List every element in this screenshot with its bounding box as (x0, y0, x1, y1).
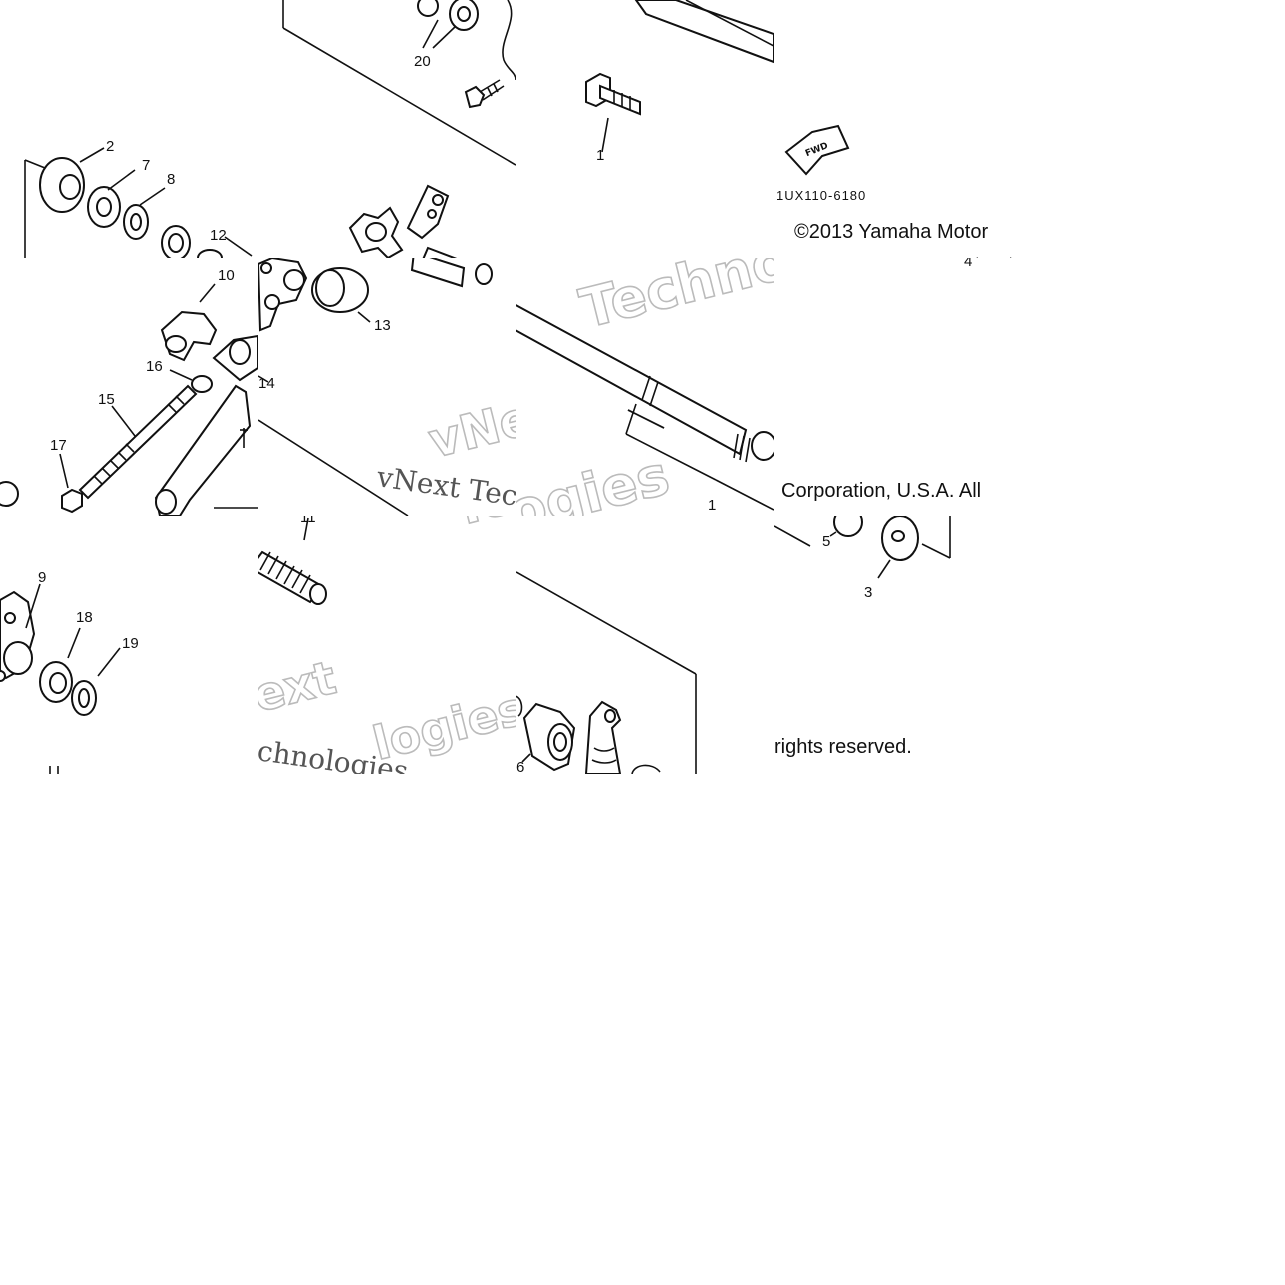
diagram-tile-bottom-center: 11 ext logies chnologies Te (258, 516, 516, 774)
callout-12: 12 (210, 227, 227, 244)
shift-rod-part (78, 384, 198, 500)
copyright-line-2: Corporation, U.S.A. All (781, 480, 982, 502)
tile-middle-center-drawing: 13 14 vNext Technologies vNext (258, 258, 516, 516)
diagram-tile-top-left: 2 7 8 12 (0, 0, 258, 258)
diagram-tile-bottom-left: 9 18 19 (0, 516, 258, 774)
callout-3: 3 (864, 584, 872, 601)
diagram-tile-top-far-right: FWD 1UX110-6180 ©2013 Yamaha Motor (774, 0, 1032, 258)
tile-middle-left-drawing: 10 16 15 17 (0, 267, 258, 516)
copyright-line-3: rights reserved. (774, 736, 912, 758)
watermark-ext: ext (258, 650, 341, 722)
callout-2: 2 (106, 138, 114, 155)
callout-8: 8 (167, 171, 175, 188)
callout-1-mid: 1 (708, 497, 716, 514)
tile-bottom-right-drawing: 6 (516, 571, 697, 774)
diagram-tile-middle-far-right: 4 Corporation, U.S.A. All (774, 258, 1032, 516)
callout-13: 13 (374, 317, 391, 334)
callout-14: 14 (258, 375, 275, 392)
watermark-te: Te (447, 516, 516, 538)
diagram-tile-middle-left: 10 16 15 17 (0, 258, 258, 516)
shift-shaft-top (634, 0, 774, 64)
diagram-tile-top-right: 1 (516, 0, 774, 258)
watermark-logies: logies (516, 444, 675, 516)
tile-top-left-drawing: 2 7 8 12 (24, 138, 253, 258)
diagram-tile-top-center: 20 (258, 0, 516, 258)
callout-11: 11 (300, 516, 316, 526)
pedal-arm-part (154, 384, 252, 516)
drawing-code: 1UX110-6180 (776, 188, 867, 203)
diagram-tile-bottom-right: 6 (516, 516, 774, 774)
tile-bottom-center-drawing: 11 ext logies chnologies Te (258, 516, 516, 774)
copyright-line-1: ©2013 Yamaha Motor (794, 221, 989, 243)
callout-20: 20 (414, 53, 431, 70)
diagram-tile-middle-center: 13 14 vNext Technologies vNext (258, 258, 516, 516)
watermark-technologies: Technologies (574, 258, 774, 341)
spacer-5-part (833, 516, 863, 537)
fwd-arrow-icon: FWD (784, 124, 1012, 258)
tile-bottom-left-drawing: 9 18 19 (0, 569, 139, 774)
callout-6: 6 (516, 759, 524, 774)
callout-17: 17 (50, 437, 67, 454)
tile-top-right-drawing: 1 (585, 0, 774, 164)
callout-5: 5 (822, 533, 830, 550)
callout-19: 19 (122, 635, 139, 652)
callout-18: 18 (76, 609, 93, 626)
pin-part (422, 246, 458, 258)
tile-bottom-far-right-drawing: 5 3 (774, 516, 951, 601)
bolt-head-part (464, 85, 486, 109)
watermark-vnext: vNext (423, 377, 516, 470)
shift-shaft-part (516, 304, 748, 456)
diagram-tile-bottom-far-right: 5 3 rights reserved. (774, 516, 1032, 774)
callout-4: 4 (964, 258, 972, 270)
tile-middle-far-right-drawing: 4 (964, 258, 972, 270)
callout-7: 7 (142, 157, 150, 174)
diagram-tile-middle-right: 1 Technologies logies (516, 258, 774, 516)
tile-top-center-drawing: 20 (282, 0, 516, 258)
rod-end-part (160, 310, 218, 362)
callout-10: 10 (218, 267, 235, 284)
lock-nut-part (61, 488, 83, 514)
pin-end-part (410, 258, 466, 288)
callout-16: 16 (146, 358, 163, 375)
callout-1-top: 1 (596, 147, 604, 164)
tile-middle-right-drawing: 1 Technologies logies (516, 258, 774, 516)
callout-15: 15 (98, 391, 115, 408)
callout-9: 9 (38, 569, 46, 586)
